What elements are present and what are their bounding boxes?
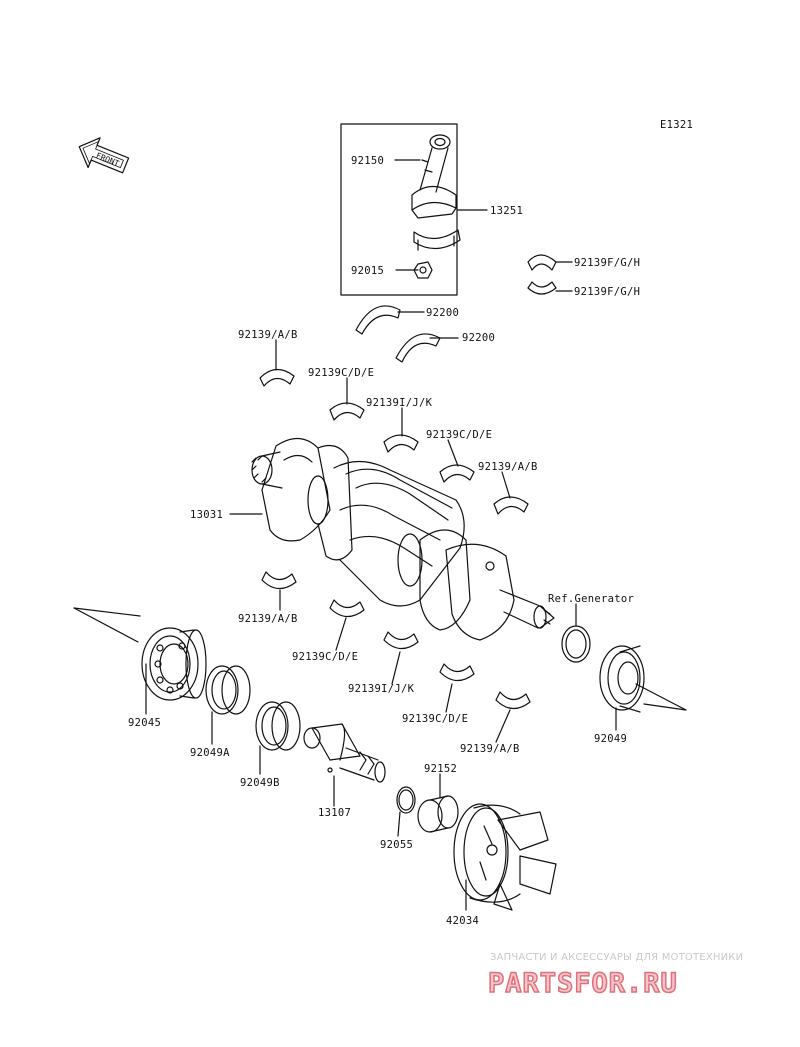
part-label-92139ijk-1: 92139I/J/K [366,397,433,409]
diagram-code: E1321 [660,119,693,131]
collar [417,795,459,833]
part-label-13031: 13031 [190,509,223,521]
part-label-13251: 13251 [490,205,523,217]
leader-92139cde-2 [447,439,459,467]
part-label-92139ab-4: 92139/A/B [460,743,520,755]
part-label-92139cde-4: 92139C/D/E [402,713,468,725]
ball-bearing [141,627,207,701]
bearing-shell-ab-upper-2 [493,496,529,515]
crankshaft [251,437,555,641]
bearing-shell-ab-lower [261,571,297,590]
part-label-92152: 92152 [424,763,457,775]
part-label-92200-2: 92200 [462,332,495,344]
pointer-92045-a [73,607,139,643]
bearing-shell-ab-upper [259,368,295,387]
pointer-92045-b [73,607,141,617]
part-label-92139cde-2: 92139C/D/E [426,429,492,441]
leader-92139cde-4 [445,683,453,713]
assembly-bracket [340,123,458,296]
coupling [453,803,557,911]
pointer-92049-a [635,683,687,711]
oil-seal-92049 [599,645,645,713]
oring-92055 [396,786,416,814]
part-label-42034: 42034 [446,915,479,927]
oil-seal-a [205,665,251,715]
leader-92139ab-2 [501,471,511,499]
leader-92139cde-3 [335,617,347,651]
part-label-92139cde-1: 92139C/D/E [308,367,374,379]
watermark-tagline: ЗАПЧАСТИ И АКСЕССУАРЫ ДЛЯ МОТОТЕХНИКИ [490,952,744,963]
part-label-92139ab-1: 92139/A/B [238,329,298,341]
bearing-shell-cde-upper [329,402,365,421]
pointer-92049-b [643,703,687,711]
bearing-shell-ijk-lower [383,631,419,650]
bearing-shell-cde-lower [329,599,365,618]
part-label-92139fgh-1: 92139F/G/H [574,257,640,269]
part-label-92015: 92015 [351,265,384,277]
bearing-shell-ijk-upper [383,434,419,453]
bearing-shell-ab-lower-2 [495,691,531,710]
part-label-13107: 13107 [318,807,351,819]
bearing-shell-cde-upper-2 [439,464,475,483]
leader-92055 [397,811,401,837]
leader-92139ijk-2 [391,651,401,685]
nut [413,261,433,279]
bearing-shell-fgh-2 [527,281,557,295]
thrust-washer-1 [355,305,401,335]
part-label-92139ijk-2: 92139I/J/K [348,683,415,695]
watermark-logo-text: PARTSFOR.RU [488,968,678,999]
part-label-92200-1: 92200 [426,307,459,319]
leader-92139ab-4 [495,709,511,743]
part-label-92049: 92049 [594,733,627,745]
front-direction-badge: FRONT [78,137,130,174]
connecting-rod [411,134,457,219]
shaft [303,723,386,783]
bearing-shell-cde-lower-2 [439,663,475,682]
bearing-shell-fgh-1 [527,254,557,271]
connecting-rod-cap [413,229,461,251]
oil-seal-b [255,701,301,751]
part-label-92055: 92055 [380,839,413,851]
watermark-logo: PARTSFOR.RU [488,967,678,999]
thrust-washer-2 [395,333,441,363]
part-label-92139ab-3: 92139/A/B [238,613,298,625]
part-label-92139cde-3: 92139C/D/E [292,651,358,663]
part-label-92045: 92045 [128,717,161,729]
part-label-92049b: 92049B [240,777,280,789]
part-label-92049a: 92049A [190,747,230,759]
part-label-92150: 92150 [351,155,384,167]
generator-oring [561,625,591,663]
part-label-ref-generator: Ref.Generator [548,593,634,605]
part-label-92139fgh-2: 92139F/G/H [574,286,640,298]
part-label-92139ab-2: 92139/A/B [478,461,538,473]
